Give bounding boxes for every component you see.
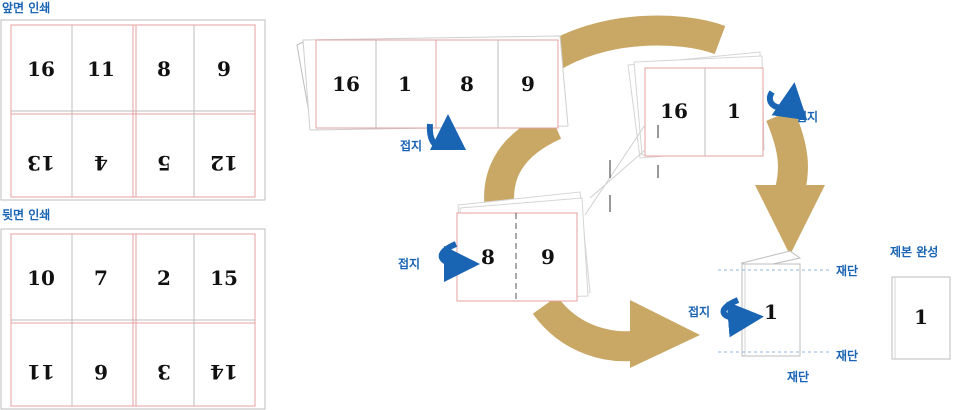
step3-page-9: 9 bbox=[541, 245, 555, 269]
step2-page-16: 16 bbox=[660, 99, 688, 123]
step2-folded-sheet: 16 1 bbox=[627, 51, 765, 159]
back-page-14: 14 bbox=[210, 360, 238, 384]
step1-folded-sheet: 16 1 8 9 bbox=[296, 35, 569, 131]
fold-label-step3: 접지 bbox=[398, 256, 420, 271]
fold-arrow-icon bbox=[720, 297, 764, 338]
cut-label-bottom: 재단 bbox=[836, 348, 858, 363]
finished-label: 제본 완성 bbox=[890, 245, 938, 259]
step3-page-8: 8 bbox=[481, 245, 495, 269]
step2-page-1: 1 bbox=[727, 99, 741, 123]
step1-page-8: 8 bbox=[460, 72, 474, 96]
finished-page-1: 1 bbox=[914, 305, 928, 329]
front-page-11: 11 bbox=[87, 57, 115, 81]
front-page-16: 16 bbox=[27, 57, 55, 81]
back-page-11: 11 bbox=[27, 360, 55, 384]
step1-page-16: 16 bbox=[332, 72, 360, 96]
back-page-3: 3 bbox=[157, 360, 171, 384]
front-page-4: 4 bbox=[94, 151, 108, 175]
front-page-9: 9 bbox=[217, 57, 231, 81]
step1-page-1: 1 bbox=[398, 72, 412, 96]
cut-label-top: 재단 bbox=[836, 263, 858, 278]
cut-label-side: 재단 bbox=[787, 369, 809, 384]
fold-label-step2: 접지 bbox=[796, 109, 818, 124]
fold-arrow-icon bbox=[438, 241, 480, 282]
back-page-2: 2 bbox=[157, 266, 171, 290]
process-cycle-arrow bbox=[484, 15, 825, 368]
fold-label-step1: 접지 bbox=[400, 138, 422, 153]
fold-label-step4: 접지 bbox=[688, 304, 710, 319]
front-print-sheet: 16 11 8 9 13 4 5 12 bbox=[0, 19, 266, 201]
step4-page-1: 1 bbox=[764, 300, 778, 324]
fold-arrow-icon bbox=[426, 114, 466, 151]
front-page-13: 13 bbox=[27, 151, 55, 175]
back-page-6: 6 bbox=[94, 360, 108, 384]
step3-folded-sheet: 8 9 bbox=[456, 191, 591, 302]
front-print-label: 앞면 인쇄 bbox=[2, 0, 50, 15]
back-page-10: 10 bbox=[27, 266, 55, 290]
front-page-8: 8 bbox=[157, 57, 171, 81]
guide-lines bbox=[584, 124, 659, 216]
back-page-7: 7 bbox=[94, 266, 108, 290]
fold-arrow-icon bbox=[766, 82, 808, 121]
back-page-15: 15 bbox=[210, 266, 238, 290]
front-page-5: 5 bbox=[157, 151, 171, 175]
back-print-sheet: 10 7 2 15 11 6 3 14 bbox=[0, 228, 266, 410]
front-page-12: 12 bbox=[210, 151, 238, 175]
finished-booklet: 1 bbox=[891, 276, 951, 360]
step1-page-9: 9 bbox=[521, 72, 535, 96]
back-print-label: 뒷면 인쇄 bbox=[2, 207, 50, 222]
